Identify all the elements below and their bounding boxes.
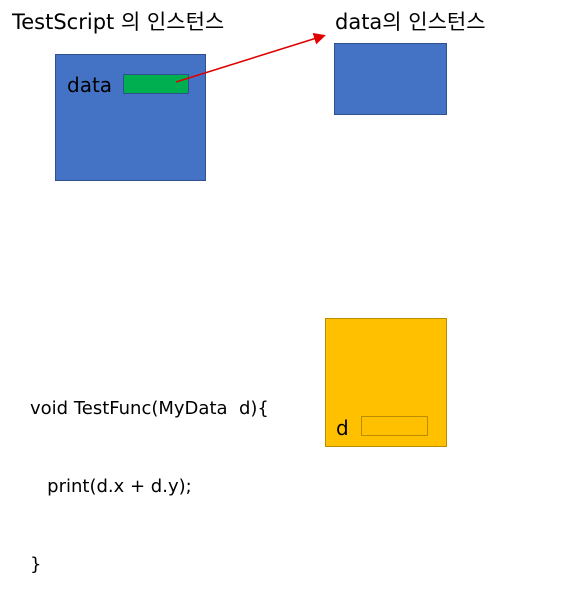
testscript-instance-title: TestScript 의 인스턴스 [12, 10, 225, 34]
code-line: void TestFunc(MyData d){ [30, 398, 269, 419]
data-field-label: data [67, 73, 113, 97]
code-block: void TestFunc(MyData d){ print(d.x + d.y… [30, 344, 269, 604]
data-instance-title: data의 인스턴스 [335, 10, 486, 34]
data-field-slot [123, 74, 189, 94]
data-instance-box [334, 43, 447, 115]
parameter-d-slot [361, 416, 428, 436]
code-line: } [30, 554, 42, 575]
parameter-d-label: d [336, 416, 349, 440]
code-line: print(d.x + d.y); [30, 476, 192, 497]
